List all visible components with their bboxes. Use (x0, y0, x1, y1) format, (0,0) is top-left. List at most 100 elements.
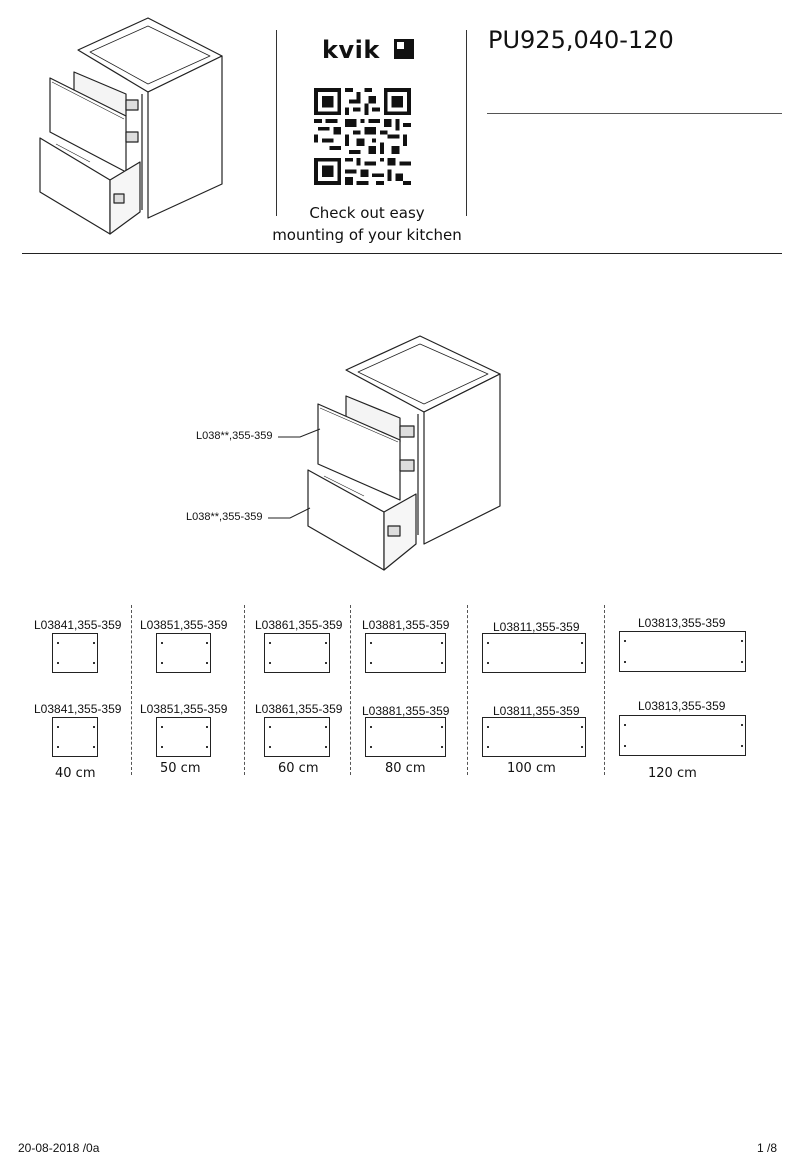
screw-hole-mark (624, 745, 626, 747)
screw-hole-mark (581, 726, 583, 728)
screw-hole-mark (441, 662, 443, 664)
column-divider (131, 605, 132, 775)
drawer-front-panel (619, 715, 746, 756)
header-divider-left (276, 30, 277, 216)
screw-hole-mark (624, 661, 626, 663)
callout-top-leader (278, 428, 321, 438)
header-separator (22, 253, 782, 254)
screw-hole-mark (57, 642, 59, 644)
screw-hole-mark (370, 726, 372, 728)
width-label: 50 cm (160, 761, 201, 776)
product-code: PU925,040-120 (488, 26, 674, 54)
screw-hole-mark (325, 662, 327, 664)
screw-hole-mark (624, 724, 626, 726)
screw-hole-mark (161, 662, 163, 664)
screw-hole-mark (57, 746, 59, 748)
screw-hole-mark (487, 642, 489, 644)
column-divider (604, 605, 605, 775)
drawer-front-panel (365, 633, 446, 673)
screw-hole-mark (325, 642, 327, 644)
part-label: L03881,355-359 (362, 618, 450, 632)
screw-hole-mark (741, 661, 743, 663)
tagline-line-2: mounting of your kitchen (272, 226, 462, 244)
part-label: L03813,355-359 (638, 616, 726, 630)
width-label: 80 cm (385, 761, 426, 776)
column-divider (467, 605, 468, 775)
screw-hole-mark (161, 726, 163, 728)
footer-date: 20-08-2018 /0a (18, 1141, 100, 1155)
callout-bottom-drawer: L038**,355-359 (186, 511, 263, 523)
part-label: L03813,355-359 (638, 699, 726, 713)
screw-hole-mark (93, 662, 95, 664)
drawer-front-panel (52, 633, 98, 673)
column-divider (244, 605, 245, 775)
screw-hole-mark (741, 745, 743, 747)
width-label: 120 cm (648, 766, 697, 781)
part-label: L03881,355-359 (362, 704, 450, 718)
screw-hole-mark (269, 746, 271, 748)
screw-hole-mark (487, 662, 489, 664)
header-divider-right (466, 30, 467, 216)
screw-hole-mark (441, 746, 443, 748)
screw-hole-mark (325, 726, 327, 728)
screw-hole-mark (441, 642, 443, 644)
qr-code[interactable] (314, 88, 411, 185)
product-code-underline (487, 113, 782, 114)
screw-hole-mark (741, 640, 743, 642)
screw-hole-mark (487, 746, 489, 748)
screw-hole-mark (581, 642, 583, 644)
screw-hole-mark (206, 726, 208, 728)
cabinet-assembly-illustration (307, 335, 501, 571)
width-label: 60 cm (278, 761, 319, 776)
part-label: L03841,355-359 (34, 702, 122, 716)
callout-bottom-leader (268, 507, 311, 519)
drawer-front-panel (156, 633, 211, 673)
screw-hole-mark (581, 662, 583, 664)
part-label: L03861,355-359 (255, 618, 343, 632)
width-label: 100 cm (507, 761, 556, 776)
callout-top-drawer: L038**,355-359 (196, 430, 273, 442)
drawer-front-panel (264, 717, 330, 757)
screw-hole-mark (624, 640, 626, 642)
screw-hole-mark (161, 746, 163, 748)
brand-logo-mark (394, 39, 414, 59)
drawer-front-panel (619, 631, 746, 672)
drawer-front-panel (156, 717, 211, 757)
column-divider (350, 605, 351, 775)
cabinet-thumbnail-illustration (39, 17, 223, 235)
screw-hole-mark (370, 746, 372, 748)
screw-hole-mark (206, 746, 208, 748)
footer-page-number: 1 /8 (757, 1141, 778, 1155)
screw-hole-mark (93, 746, 95, 748)
part-label: L03841,355-359 (34, 618, 122, 632)
drawer-front-panel (482, 633, 586, 673)
part-label: L03851,355-359 (140, 702, 228, 716)
screw-hole-mark (370, 642, 372, 644)
screw-hole-mark (269, 726, 271, 728)
drawer-front-panel (482, 717, 586, 757)
brand-logo-text: kvik (322, 36, 380, 64)
screw-hole-mark (269, 642, 271, 644)
part-label: L03811,355-359 (493, 704, 580, 718)
part-label: L03851,355-359 (140, 618, 228, 632)
screw-hole-mark (93, 726, 95, 728)
drawer-front-panel (365, 717, 446, 757)
screw-hole-mark (206, 662, 208, 664)
screw-hole-mark (325, 746, 327, 748)
screw-hole-mark (581, 746, 583, 748)
screw-hole-mark (487, 726, 489, 728)
screw-hole-mark (741, 724, 743, 726)
screw-hole-mark (161, 642, 163, 644)
screw-hole-mark (57, 726, 59, 728)
screw-hole-mark (57, 662, 59, 664)
screw-hole-mark (206, 642, 208, 644)
qr-tagline: Check out easy mounting of your kitchen (268, 202, 466, 246)
tagline-line-1: Check out easy (309, 204, 425, 222)
drawer-front-panel (264, 633, 330, 673)
part-label: L03811,355-359 (493, 620, 580, 634)
screw-hole-mark (441, 726, 443, 728)
screw-hole-mark (370, 662, 372, 664)
drawer-front-panel (52, 717, 98, 757)
screw-hole-mark (269, 662, 271, 664)
part-label: L03861,355-359 (255, 702, 343, 716)
